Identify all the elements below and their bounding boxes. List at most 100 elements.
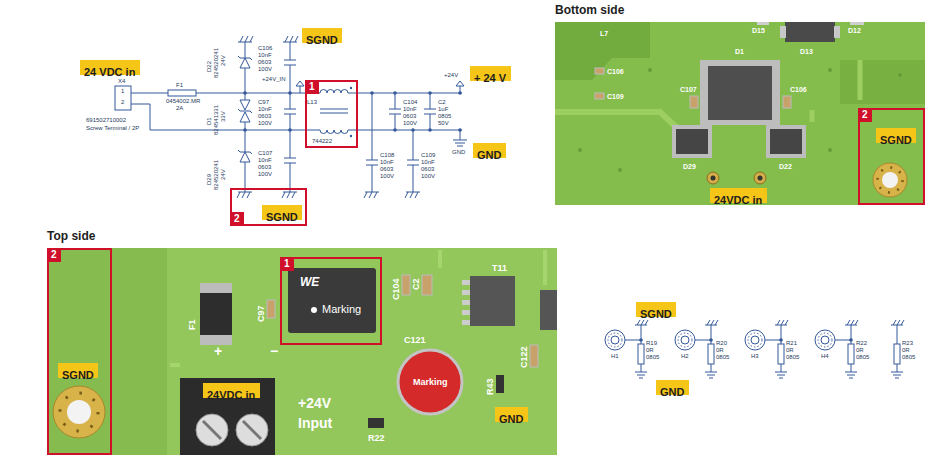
part-label: 0454002.MR bbox=[166, 98, 200, 104]
mounting-hole-schematic-part bbox=[638, 344, 644, 364]
part-label: 0805 bbox=[856, 354, 869, 360]
pcb-bottom-photo-part bbox=[882, 172, 898, 188]
part-label: 824520241 bbox=[213, 48, 219, 78]
input-filter-schematic-part bbox=[238, 36, 253, 42]
net-label: GND bbox=[495, 407, 528, 422]
pcb-bottom-photo-part bbox=[672, 125, 712, 158]
part-label: 0805 bbox=[438, 113, 451, 119]
pcb-top-photo-part bbox=[60, 393, 98, 431]
part-label: C106 bbox=[258, 45, 272, 51]
pcb-bottom-photo-part bbox=[707, 172, 719, 184]
net-label: SGND bbox=[262, 205, 302, 220]
silkscreen-label: C107 bbox=[680, 86, 697, 93]
part-label: 0603 bbox=[258, 59, 271, 65]
junction-dot-part bbox=[350, 135, 352, 137]
junction-dot-part bbox=[243, 91, 247, 95]
junction-dot bbox=[639, 338, 853, 342]
part-label: D22 bbox=[206, 61, 212, 72]
pcb-bottom-photo-part bbox=[758, 176, 763, 181]
silkscreen-label: C106 bbox=[790, 86, 807, 93]
part-label: R23 bbox=[902, 340, 913, 346]
null-part-part bbox=[828, 148, 832, 152]
junction-dot-part bbox=[411, 128, 415, 132]
junction-dot-part bbox=[350, 87, 352, 89]
input-filter-schematic-part bbox=[240, 100, 250, 110]
mounting-hole-schematic-part bbox=[675, 330, 695, 350]
null-part-part bbox=[578, 148, 582, 152]
net-label-text: SGND bbox=[640, 309, 672, 320]
part-label: 10nF bbox=[380, 159, 394, 165]
pcb-bottom-photo-part bbox=[555, 112, 690, 140]
callout-number: 1 bbox=[280, 257, 294, 271]
pcb-top-photo-part bbox=[402, 275, 410, 295]
null-part-part bbox=[618, 168, 622, 172]
pcb-bottom-photo-part bbox=[700, 60, 780, 125]
net-label: SGND bbox=[58, 363, 98, 378]
mounting-hole-schematic-part bbox=[818, 333, 832, 347]
part-label: 100V bbox=[258, 171, 272, 177]
mounting-hole-schematic-part bbox=[775, 372, 787, 378]
mounting-hole-schematic-part bbox=[815, 330, 835, 350]
part-label: 0R bbox=[902, 347, 910, 353]
part-label: 10nF bbox=[421, 159, 435, 165]
part-label: 33V bbox=[220, 111, 226, 122]
pcb-top-photo-part bbox=[203, 421, 261, 439]
part-label: 0603 bbox=[258, 113, 271, 119]
silkscreen-label: D1 bbox=[735, 48, 744, 55]
net-label: GND bbox=[473, 143, 506, 158]
mounting-hole-schematic-part bbox=[611, 336, 619, 344]
pcb-top-photo bbox=[47, 248, 557, 455]
pcb-top-photo-part bbox=[462, 290, 470, 295]
input-filter-schematic-part bbox=[358, 93, 462, 130]
null-part-part bbox=[648, 68, 652, 72]
pcb-bottom-photo-part bbox=[873, 163, 907, 197]
pcb-bottom-photo-part bbox=[708, 66, 772, 120]
input-filter-schematic bbox=[115, 36, 467, 198]
junction-dot-part bbox=[288, 91, 292, 95]
net-label: + 24 V bbox=[470, 66, 511, 81]
input-filter-schematic-part bbox=[453, 130, 467, 146]
part-label: 0805 bbox=[716, 354, 729, 360]
pcb-top-photo-part bbox=[398, 350, 462, 414]
part-label: R22 bbox=[856, 340, 867, 346]
input-filter-schematic-part bbox=[282, 192, 297, 198]
net-label: SGND bbox=[302, 28, 342, 43]
part-label: 2 bbox=[121, 99, 124, 105]
part-label: R20 bbox=[716, 340, 727, 346]
part-label: 0603 bbox=[403, 113, 416, 119]
mounting-hole-schematic-part bbox=[641, 325, 897, 372]
net-label-text: + 24 V bbox=[474, 73, 506, 84]
pcb-top-photo-part bbox=[47, 248, 557, 455]
callout-box: 2 SGND bbox=[230, 188, 307, 226]
silkscreen-label: D12 bbox=[848, 27, 861, 34]
input-filter-schematic-part bbox=[283, 36, 298, 42]
silkscreen-label: +24V bbox=[298, 396, 331, 410]
silkscreen-label: Input bbox=[298, 416, 332, 430]
part-label: 10nF bbox=[258, 52, 272, 58]
junction-dot-part bbox=[779, 338, 783, 342]
part-label: 0R bbox=[786, 347, 794, 353]
pcb-bottom-photo-part bbox=[766, 125, 806, 158]
part-label: 824541331 bbox=[213, 105, 219, 135]
pcb-top-photo-part bbox=[496, 375, 504, 393]
mounting-hole-schematic-part bbox=[635, 372, 647, 378]
input-filter-schematic-part bbox=[320, 109, 348, 113]
silkscreen-label: C121 bbox=[404, 336, 426, 345]
silkscreen-label: − bbox=[270, 344, 278, 358]
input-filter-schematic-part bbox=[424, 93, 436, 130]
mounting-hole-schematic-part bbox=[681, 336, 689, 344]
pcb-top-photo-part bbox=[422, 275, 432, 295]
pcb-bottom-photo-part bbox=[785, 22, 835, 42]
pcb-bottom-photo-part bbox=[754, 172, 766, 184]
pcb-top-photo-part bbox=[462, 320, 470, 325]
pcb-top-photo-part bbox=[53, 386, 105, 438]
pcb-bottom-photo-part bbox=[595, 93, 604, 99]
callout-number: 2 bbox=[230, 212, 244, 226]
pcb-bottom-photo-part bbox=[555, 22, 925, 205]
part-label: 0R bbox=[646, 347, 654, 353]
silkscreen-label: R22 bbox=[368, 434, 385, 443]
junction-dot-part bbox=[428, 128, 432, 132]
pcb-bottom-photo-part bbox=[834, 26, 840, 38]
